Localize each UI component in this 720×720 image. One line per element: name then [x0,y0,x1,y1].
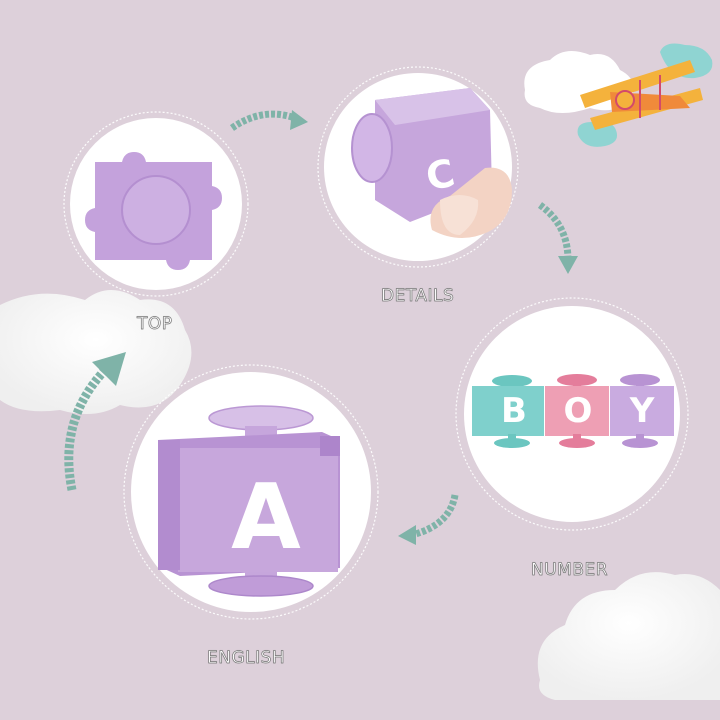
photo-circle-english: A [123,364,379,620]
toy-airplane-icon [580,60,703,130]
label-top: TOP [137,314,173,335]
photo-circle-number: B O Y [455,297,689,531]
label-number: NUMBER [531,560,609,581]
photo-circle-details: C [317,66,519,268]
arrow-number-to-english-icon [398,494,459,545]
arrow-details-to-number-icon [537,202,578,274]
number-block-letter-3: Y [629,391,655,431]
photo-circle-top [63,111,249,297]
number-block-letter-2: O [564,391,593,431]
label-details: DETAILS [381,286,455,307]
english-block-letter: A [231,465,301,570]
arrow-top-to-details-icon [229,110,308,131]
cloud-left [0,290,192,414]
arrow-english-to-top-icon [64,352,126,491]
label-english: ENGLISH [207,648,286,669]
number-block-letter-1: B [501,391,527,431]
cloud-bottom-right [537,572,720,700]
